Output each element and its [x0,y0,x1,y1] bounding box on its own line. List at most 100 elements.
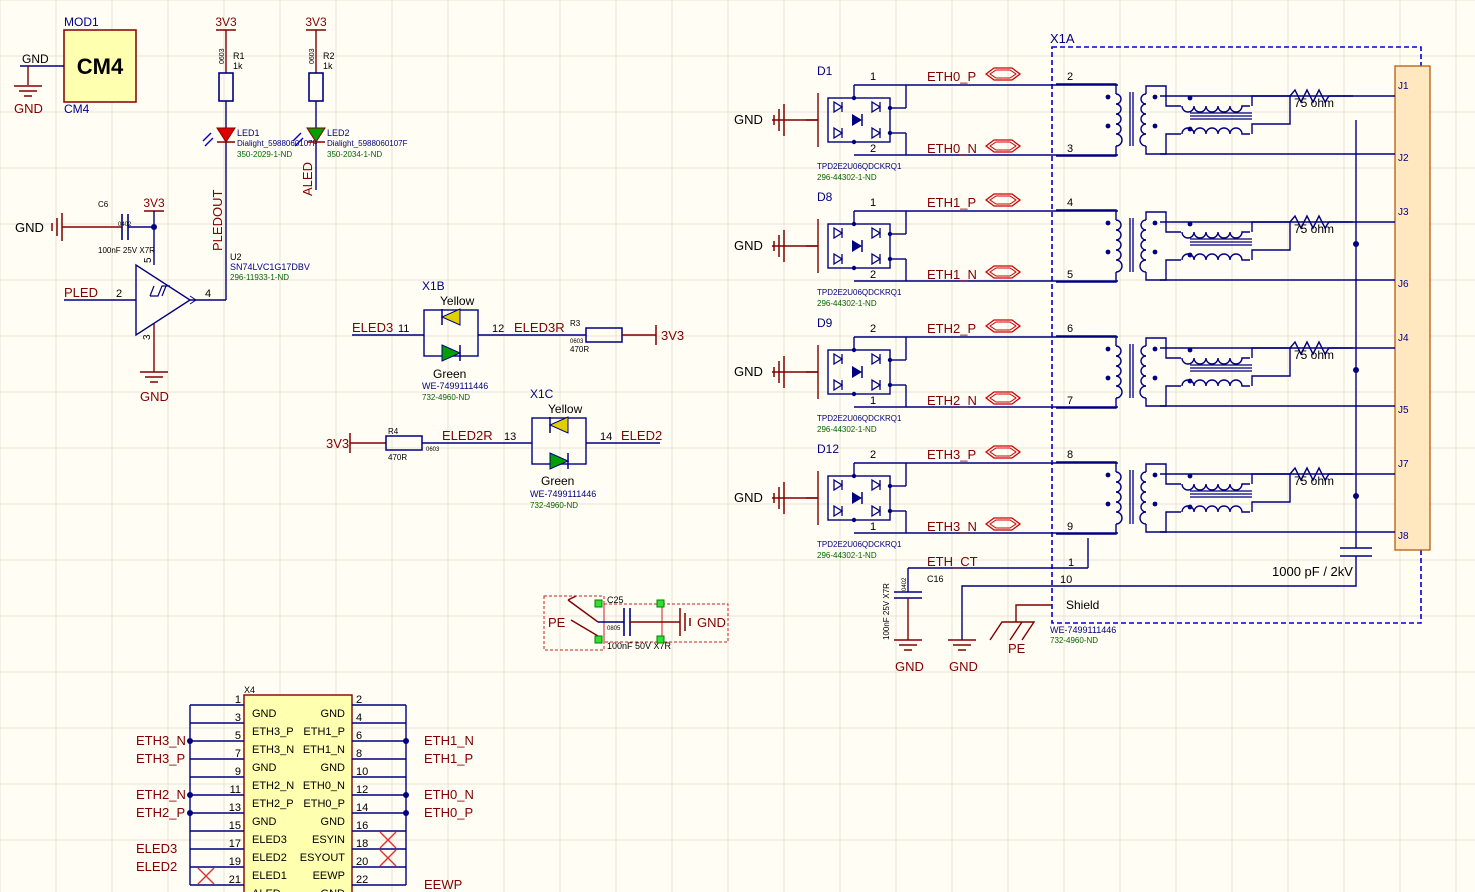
tvs-digikey: 296-44302-1-ND [817,173,877,182]
led2-green-icon[interactable] [306,127,326,143]
port-arrow-icon [985,445,1021,459]
jack-pin: J3 [1398,207,1409,218]
power-3v3-port: 3V3 [326,436,349,451]
u2-digikey: 296-11933-1-ND [230,273,289,282]
no-connect-icon [379,849,397,867]
x1c-led-section[interactable]: X1C Yellow 3V3 R4 0603 470R ELED2R 13 14… [326,387,662,510]
jack-pin: J4 [1398,333,1409,344]
x4-pin-num: 8 [356,748,362,760]
x4-pin-name: GND [321,708,346,720]
power-3v3-port: 3V3 [305,15,327,29]
termination-label: 75 ohm [1294,348,1334,362]
x1b-led-section[interactable]: X1B Yellow ELED3 11 12 ELED3R R3 0603 47… [352,279,684,402]
eth-channel-0[interactable]: D1GND12ETH0_PETH0_N23TPD2E2U06QDCKRQ1296… [734,64,1409,182]
x4-pin-name: ETH1_P [303,726,345,738]
pin-num: 2 [1067,71,1073,83]
mod1-ref: MOD1 [64,15,99,29]
led2-ref: LED2 [327,128,350,138]
no-connect-icon [197,867,215,885]
x4-pin-name: GND [321,816,346,828]
r3-package: 0603 [570,339,584,345]
x1a-magjack[interactable]: X1A Shield WE-7499111446 732-4960-ND 100… [1050,31,1431,645]
buffer-section[interactable]: GND C6 0402 100nF 25V X7R 3V3 5 3 GND PL… [15,196,310,404]
eled2r-net: ELED2R [442,428,493,443]
center-tap-section[interactable]: ETH_CT 1 10 GND 100nF 25V X7R 0402 C16 G… [882,538,1089,674]
x1c-ref: X1C [530,387,554,401]
x4-pin-name: ETH2_N [252,780,294,792]
mod1-comment: CM4 [64,102,90,116]
x4-pin-name: ETH3_N [252,744,294,756]
pin-num: 2 [870,449,876,461]
we-part: WE-7499111446 [530,489,596,499]
x4-pin-name: GND [321,888,346,892]
port-arrow-icon [985,391,1021,405]
green-label: Green [433,367,466,381]
gnd-label: GND [734,364,763,379]
eth-ct-net: ETH_CT [927,554,978,569]
eth-channel-1[interactable]: D8GND12ETH1_PETH1_N45TPD2E2U06QDCKRQ1296… [734,190,1409,308]
no-connect-icon [379,831,397,849]
x4-pin-num: 20 [356,856,368,868]
x4-pin-num: 5 [235,730,241,742]
x4-pin-num: 19 [229,856,241,868]
we-digikey: 732-4960-ND [422,393,470,402]
eled2-net: ELED2 [621,428,662,443]
gnd-port: GND [14,101,43,116]
x1a-ref: X1A [1050,31,1075,46]
resistor-r3[interactable] [585,327,623,343]
power-3v3-port: 3V3 [661,328,684,343]
x4-pin-name: GND [252,816,277,828]
x4-pin-name: ETH0_P [303,798,345,810]
x4-pin-num: 17 [229,838,241,850]
eth-channel-3[interactable]: D12GND21ETH3_PETH3_N89TPD2E2U06QDCKRQ129… [734,442,1409,560]
x4-pin-name: GND [252,762,277,774]
yellow-label: Yellow [440,294,475,308]
c25-value: 100nF 50V X7R [607,641,672,651]
x4-pin-num: 4 [356,712,362,724]
we-digikey: 732-4960-ND [1050,636,1098,645]
x4-pin-num: 6 [356,730,362,742]
tvs-digikey: 296-44302-1-ND [817,551,877,560]
r2-ref: R2 [323,51,335,61]
led-indicator-section[interactable]: 3V3 0603 R1 1k LED1 Dialight_5988060107F… [202,15,408,300]
u2-buffer-icon[interactable] [135,263,192,337]
eth-p-net: ETH3_P [927,447,976,462]
x4-net-label: ETH0_N [424,787,474,802]
led1-ref: LED1 [237,128,260,138]
led1-red-icon[interactable] [216,127,236,143]
x4-pin-num: 7 [235,748,241,760]
jack-pin: J8 [1398,531,1409,542]
ethernet-channels[interactable]: D1GND12ETH0_PETH0_N23TPD2E2U06QDCKRQ1296… [734,64,1409,560]
x4-pin-name: ELED3 [252,834,287,846]
pin-num: 7 [1067,395,1073,407]
resistor-r2[interactable] [308,72,324,102]
pin-num: 8 [1067,449,1073,461]
x4-pin-num: 13 [229,802,241,814]
pin-num: 1 [870,521,876,533]
we-digikey: 732-4960-ND [530,501,578,510]
c16-package: 0402 [902,577,908,591]
eth-n-net: ETH2_N [927,393,977,408]
tvs-ref: D1 [817,64,833,78]
module-cm4[interactable]: MOD1 CM4 CM4 GND GND [13,15,137,116]
power-3v3-port: 3V3 [143,196,165,210]
c16-ref: C16 [927,574,944,584]
tvs-diode-icon [805,336,907,400]
port-arrow-icon [985,193,1021,207]
x4-pin-name: ETH1_N [303,744,345,756]
led2-part: Dialight_5988060107F [327,139,408,148]
c25-pe-capacitor[interactable]: PE GND C25 0805 100nF 50V X7R [543,595,729,651]
x4-net-label: ETH1_P [424,751,473,766]
x4-pin-num: 2 [356,694,362,706]
jack-pin: J5 [1398,405,1409,416]
transformer-icon [1055,209,1354,283]
eth-channel-2[interactable]: D9GND21ETH2_PETH2_N67TPD2E2U06QDCKRQ1296… [734,316,1409,434]
pin-num: 13 [504,431,516,443]
pin-num: 14 [600,431,612,443]
gnd-port: GND [140,389,169,404]
resistor-r1[interactable] [218,72,234,102]
x4-pin-name: ESYIN [312,834,345,846]
gnd-label: GND [15,220,44,235]
